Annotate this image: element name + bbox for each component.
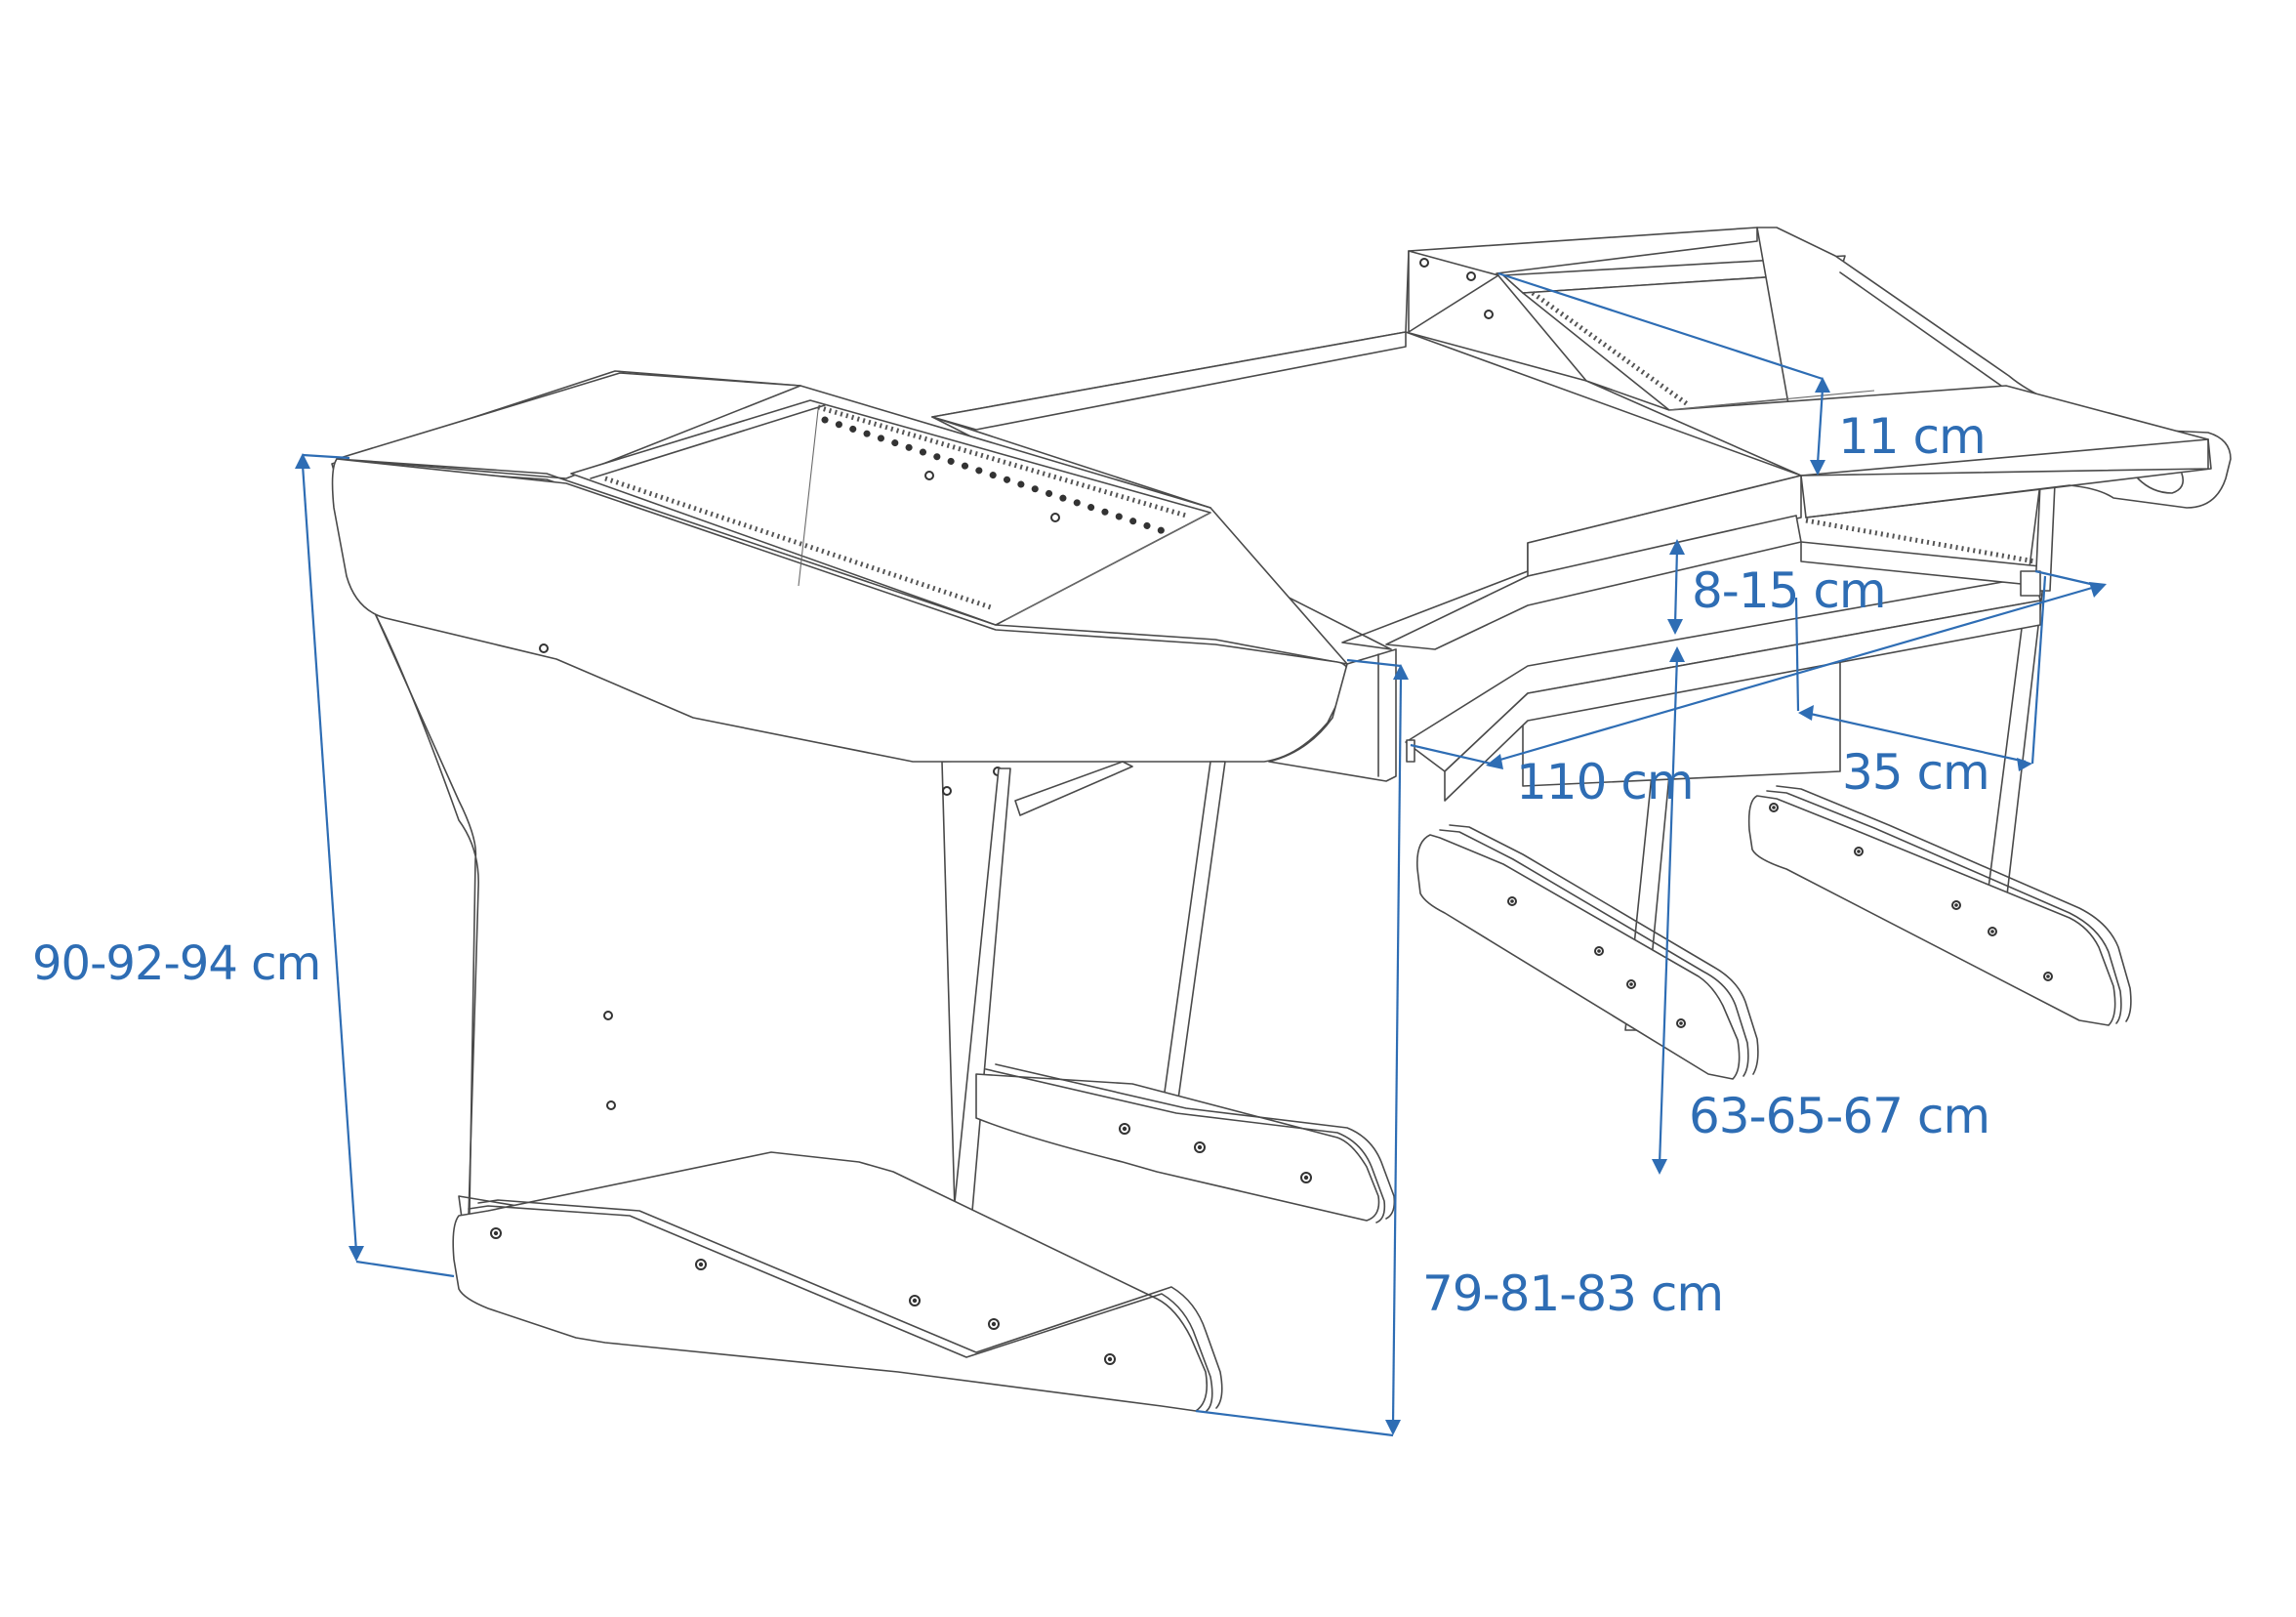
- dimension-total-height: [295, 453, 455, 1278]
- left-leg-panel: [375, 614, 1226, 1280]
- center-desk-top: [931, 331, 2056, 650]
- dimension-width: [1410, 569, 2107, 769]
- lower-shelf: [1405, 575, 2041, 802]
- dimension-desk-height: [1195, 658, 1409, 1437]
- label-desk-height: 79-81-83 cm: [1422, 1265, 1724, 1322]
- dimension-shelf-gap: [1667, 539, 1685, 635]
- label-shelf-height: 63-65-67 cm: [1689, 1088, 1990, 1144]
- label-shelf-gap: 8-15 cm: [1692, 562, 1887, 619]
- label-width: 110 cm: [1516, 754, 1695, 810]
- dimension-rack-height: [1497, 271, 1830, 476]
- dimension-shelf-height: [1652, 646, 1685, 1175]
- dimension-depth: [1794, 575, 2047, 771]
- label-total-height: 90-92-94 cm: [32, 936, 321, 991]
- left-rear-foot: [975, 1063, 1396, 1223]
- label-rack-height: 11 cm: [1838, 408, 1987, 465]
- label-depth: 35 cm: [1842, 744, 1990, 801]
- left-desk-body: [331, 331, 1415, 1280]
